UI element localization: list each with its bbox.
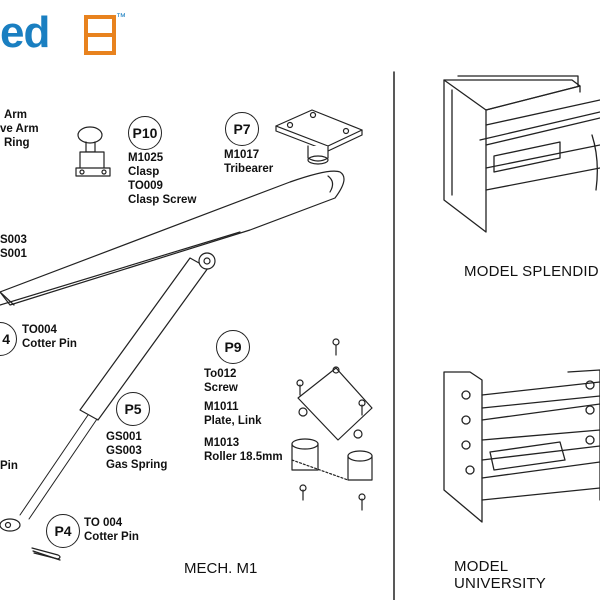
tag-p10: P10 [128, 116, 162, 150]
p5-line-3: Gas Spring [106, 459, 168, 471]
p4-lower-line-1: TO 004 [84, 517, 123, 529]
tag-p5: P5 [116, 392, 150, 426]
main-arm [0, 170, 345, 306]
logo-text: ed [0, 8, 50, 57]
cotter-pin-drawing [31, 547, 61, 561]
p9-roller-2: Roller 18.5mm [204, 451, 283, 463]
tribearer-drawing [275, 109, 363, 165]
p10-line-2: Clasp [128, 166, 160, 178]
arm-label-3: Ring [4, 137, 30, 149]
p10-line-4: Clasp Screw [128, 194, 197, 206]
p9-screw-2: Screw [204, 382, 238, 394]
tag-p9: P9 [216, 330, 250, 364]
p10-line-1: M1025 [128, 152, 164, 164]
p4-upper-line-1: TO004 [22, 324, 57, 336]
tag-p7: P7 [225, 112, 259, 146]
p10-line-3: TO009 [128, 180, 163, 192]
trademark: ™ [116, 12, 126, 23]
p9-plate-1: M1011 [204, 401, 239, 413]
clasp-drawing [75, 126, 111, 177]
logo-icon [84, 15, 116, 55]
arm-label-2: ve Arm [0, 123, 39, 135]
p7-line-1: M1017 [224, 149, 260, 161]
tag-p4-lower: P4 [46, 514, 80, 548]
pin-label-cut: Pin [0, 460, 18, 472]
model-university-caption: MODEL UNIVERSITY [454, 558, 547, 592]
splendid-illustration [443, 75, 600, 233]
gs-label-1: S003 [0, 234, 27, 246]
gs-label-2: S001 [0, 248, 27, 260]
p4-lower-line-2: Cotter Pin [84, 531, 139, 543]
p9-roller-1: M1013 [204, 437, 240, 449]
p9-screw-1: To012 [204, 368, 237, 380]
p7-line-2: Tribearer [224, 163, 274, 175]
university-illustration [443, 369, 600, 523]
gas-spring [0, 252, 216, 532]
p5-line-1: GS001 [106, 431, 142, 443]
p5-line-2: GS003 [106, 445, 142, 457]
p4-upper-line-2: Cotter Pin [22, 338, 77, 350]
p9-plate-2: Plate, Link [204, 415, 262, 427]
mech-caption: MECH. M1 [184, 560, 258, 577]
link-plate-drawing [291, 338, 373, 511]
arm-label-1: Arm [4, 109, 28, 121]
model-splendid-caption: MODEL SPLENDID [464, 263, 599, 280]
